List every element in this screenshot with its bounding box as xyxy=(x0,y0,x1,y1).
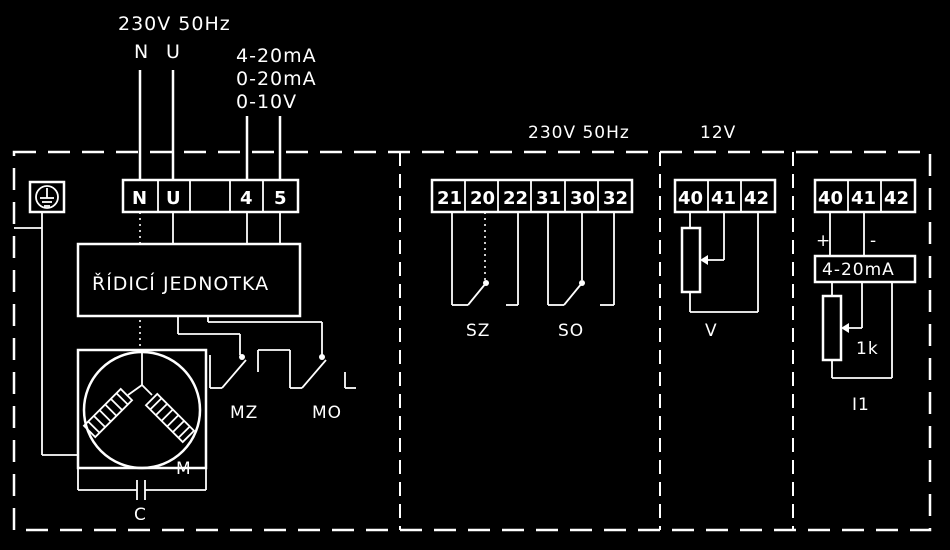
motor: M xyxy=(76,348,208,479)
supply-voltage-label: 230V 50Hz xyxy=(118,13,231,35)
pot-terminal-42: 42 xyxy=(744,188,769,209)
actuator-terminal-strip: N U 4 5 xyxy=(121,178,300,214)
switch-mz-label: MZ xyxy=(230,403,258,423)
switch-mo: MO xyxy=(289,350,356,423)
transmitter-terminal-40: 40 xyxy=(818,188,843,209)
enclosure xyxy=(12,150,932,532)
terminal-4: 4 xyxy=(240,188,253,209)
minus-sign: - xyxy=(870,231,877,251)
wire-n-label: N xyxy=(134,41,149,63)
control-unit-box xyxy=(76,242,302,318)
potentiometer-v: V xyxy=(680,212,759,341)
terminal-5: 5 xyxy=(274,188,287,209)
limit-switch-section: 230V 50Hz 21 20 22 31 30 32 SZ xyxy=(430,123,634,341)
signal-option-2: 0-20mA xyxy=(236,68,317,90)
position-pot-section: 12V 40 41 42 V xyxy=(673,123,777,341)
signal-option-3: 0-10V xyxy=(236,91,297,113)
terminal-22: 22 xyxy=(503,188,528,209)
transmitter-terminal-42: 42 xyxy=(884,188,909,209)
potentiometer-1k: 1k xyxy=(821,282,893,379)
switch-mz: MZ xyxy=(209,350,259,423)
pot-terminal-40: 40 xyxy=(678,188,703,209)
current-transmitter-section: 40 41 42 + - 4-20mA 1k I1 xyxy=(813,178,917,415)
control-unit-label: ŘÍDICÍ JEDNOTKA xyxy=(92,272,269,295)
terminal-20: 20 xyxy=(470,188,495,209)
signal-option-1: 4-20mA xyxy=(236,45,317,67)
switch-mo-label: MO xyxy=(312,403,342,423)
switch-sz-label: SZ xyxy=(466,321,490,341)
pot-label: V xyxy=(705,321,718,341)
supply-labels: 230V 50Hz N U 4-20mA 0-20mA 0-10V xyxy=(118,13,317,113)
incoming-wires xyxy=(138,70,282,180)
wire-u-label: U xyxy=(166,41,181,63)
actuator-section: N U 4 5 ŘÍDICÍ JEDNOTKA MZ xyxy=(14,178,356,525)
terminal-u: U xyxy=(166,188,181,209)
capacitor: C xyxy=(77,468,207,525)
terminal-n: N xyxy=(132,188,147,209)
pot-terminal-41: 41 xyxy=(711,188,736,209)
terminal-21: 21 xyxy=(437,188,462,209)
converter-box xyxy=(813,254,917,284)
transmitter-terminal-41: 41 xyxy=(851,188,876,209)
transmitter-terminal-strip: 40 41 42 xyxy=(813,178,917,214)
terminal-31: 31 xyxy=(536,188,561,209)
motor-label: M xyxy=(176,459,192,479)
capacitor-label: C xyxy=(134,505,147,525)
switch-sz: SZ xyxy=(451,212,519,341)
switch-so: SO xyxy=(547,212,615,341)
pot-1k-label: 1k xyxy=(856,339,879,359)
converter-label: 4-20mA xyxy=(822,260,895,280)
pot-terminal-strip: 40 41 42 xyxy=(673,178,777,214)
pot-voltage-label: 12V xyxy=(700,123,736,143)
transmitter-label: I1 xyxy=(852,395,870,415)
enclosure-outline xyxy=(12,150,932,532)
terminal-30: 30 xyxy=(570,188,595,209)
earth-icon xyxy=(28,180,66,214)
terminal-32: 32 xyxy=(603,188,628,209)
plus-sign: + xyxy=(816,231,831,251)
limit-voltage-label: 230V 50Hz xyxy=(528,123,630,143)
limit-terminal-strip: 21 20 22 31 30 32 xyxy=(430,178,634,214)
switch-so-label: SO xyxy=(558,321,584,341)
